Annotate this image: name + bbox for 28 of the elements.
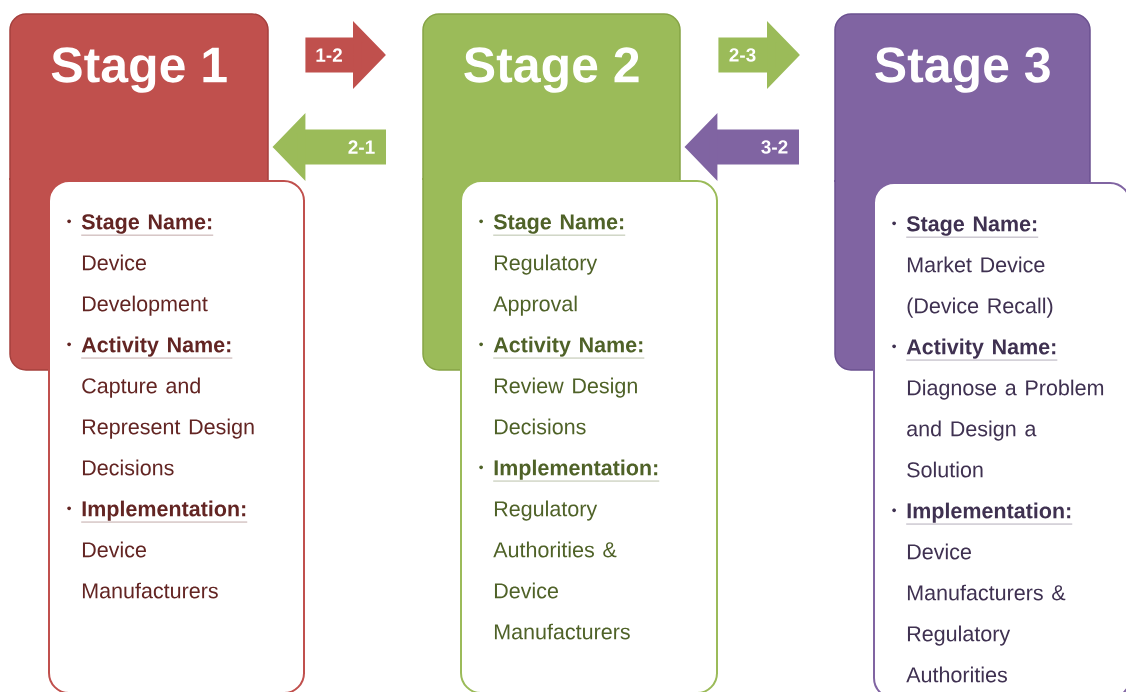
node-label: Device Manufacturers xyxy=(82,541,218,599)
edge-label: 3-2 xyxy=(761,140,788,154)
node-label: Implementation: xyxy=(82,500,246,521)
info-card: Stage Name: Regulatory Approval Activity Name: Review Design Decisions Implementation: Regulatory Authorities & Device Manufacturers xyxy=(422,177,718,692)
node-label: Implementation: xyxy=(494,459,658,480)
node-label: Device Development xyxy=(82,254,208,316)
node-label: Activity Name: xyxy=(81,336,231,357)
edge-label: 1-2 xyxy=(316,48,342,62)
node-label: Diagnose a Problem and Design a Solution xyxy=(907,379,1104,478)
node-label: Regulatory Authorities & Device Manufacturers xyxy=(493,500,630,640)
stage-box: Stage 2 xyxy=(422,13,681,181)
node-label: Stage Name: xyxy=(81,214,212,234)
edge-label: 2-1 xyxy=(348,140,375,154)
node-label: Market Device (Device Recall) xyxy=(907,256,1053,318)
node-label: Stage Name: xyxy=(493,214,624,234)
stage-box: Stage 3 xyxy=(834,13,1091,183)
node-label: Activity Name: xyxy=(493,336,643,357)
info-card: Stage Name: Device Development Activity Name: Capture and Represent Design Decisions Implementation: Device Manufacturers xyxy=(9,177,305,692)
node-label: Device Manufacturers & Regulatory Authorities xyxy=(906,543,1066,683)
node-label: Activity Name: xyxy=(906,338,1056,359)
node-label: Regulatory Approval xyxy=(493,254,598,316)
node-label: Capture and Represent Design Decisions xyxy=(82,377,254,476)
node-label: Implementation: xyxy=(907,502,1071,523)
node-label: Review Design Decisions xyxy=(494,377,637,435)
edge-label: 2-3 xyxy=(729,48,756,62)
stage-box: Stage 1 xyxy=(9,13,269,181)
node-label: Stage Name: xyxy=(906,216,1037,236)
info-card: Stage Name: Market Device (Device Recall) Activity Name: Diagnose a Problem and Design a Solution Implementation: Device Manufacturers & Regulatory Authorities xyxy=(834,179,1126,692)
